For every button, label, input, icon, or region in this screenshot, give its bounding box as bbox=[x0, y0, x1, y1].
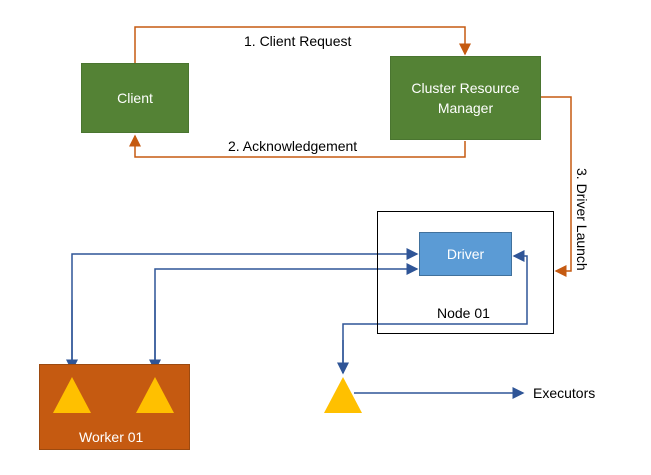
executor-triangle-icon bbox=[324, 377, 362, 413]
client-box: Client bbox=[81, 63, 189, 133]
acknowledgement-label: 2. Acknowledgement bbox=[228, 138, 358, 154]
crm-label-line1: Cluster Resource bbox=[411, 80, 520, 96]
acknowledgement-arrow bbox=[129, 134, 466, 158]
crm-label-line2: Manager bbox=[437, 100, 494, 116]
client-request-label: 1. Client Request bbox=[244, 33, 352, 49]
node01-frame bbox=[377, 211, 554, 334]
client-request-arrow bbox=[134, 26, 471, 63]
client-label: Client bbox=[117, 90, 153, 106]
executor-triangle-icon bbox=[53, 377, 91, 413]
driver-launch-label: 3. Driver Launch bbox=[574, 168, 590, 271]
driver-label: Driver bbox=[446, 246, 485, 262]
driver-launch-arrow bbox=[541, 96, 572, 277]
executor-triangle-icon bbox=[136, 377, 174, 413]
worker01-label: Worker 01 bbox=[79, 429, 144, 445]
worker02-label: Worker 02 bbox=[275, 429, 340, 445]
executors-label: Executors bbox=[533, 385, 596, 401]
node01-label: Node 01 bbox=[437, 305, 490, 321]
cluster-resource-manager-box: Cluster Resource Manager bbox=[390, 56, 541, 140]
driver-box: Driver bbox=[419, 232, 512, 276]
